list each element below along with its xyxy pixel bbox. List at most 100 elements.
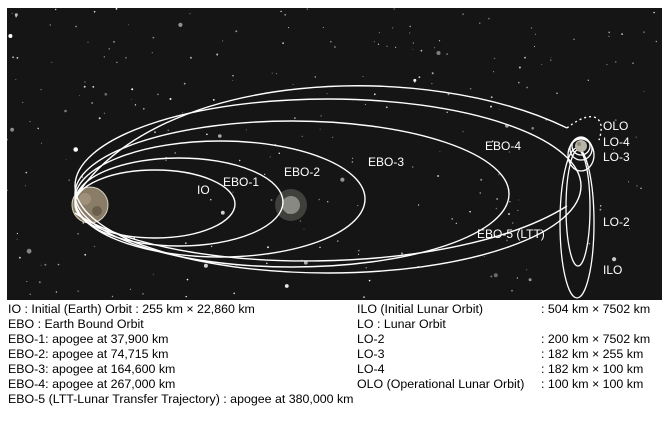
star [636, 185, 638, 187]
star [111, 295, 114, 298]
star [420, 49, 423, 52]
star [608, 35, 610, 37]
star [517, 209, 519, 211]
star [498, 173, 500, 176]
star [319, 128, 321, 130]
star [635, 136, 637, 138]
star [600, 205, 602, 207]
star [508, 151, 510, 153]
star [326, 93, 328, 95]
star [301, 135, 303, 137]
star [10, 127, 14, 132]
label-ebo-5-ltt: EBO-5 (LTT) [477, 227, 545, 241]
legend-left: EBO-3: apogee at 164,600 km [8, 362, 176, 376]
star [409, 32, 411, 34]
star [239, 159, 241, 162]
star [531, 127, 534, 130]
star [643, 31, 645, 34]
star [232, 191, 234, 193]
star [493, 57, 496, 60]
star [65, 159, 67, 161]
star [235, 30, 238, 33]
star [51, 61, 53, 64]
star [526, 86, 528, 89]
star [401, 252, 403, 255]
star [16, 57, 19, 59]
star [216, 53, 219, 56]
star [127, 24, 129, 26]
orbit-diagram-svg: IO EBO-1 EBO-2 EBO-3 EBO-4 EBO-5 (LTT) O… [7, 8, 657, 299]
orbit-ebo-5-ltt [74, 85, 568, 262]
star [655, 40, 657, 43]
legend-mid: LO-2 [357, 332, 385, 346]
star [44, 263, 47, 266]
star [152, 36, 155, 39]
star [488, 17, 490, 20]
star [203, 263, 208, 268]
orbit-ebo-3 [74, 120, 510, 268]
star [11, 12, 13, 14]
star [294, 117, 296, 119]
star [535, 33, 536, 35]
star [490, 96, 493, 99]
star [447, 93, 450, 96]
star [418, 76, 421, 79]
star [412, 49, 414, 50]
star [330, 41, 332, 43]
star [643, 90, 645, 92]
label-lo-4: LO-4 [603, 135, 630, 149]
star [151, 52, 153, 54]
legend-left: EBO-5 (LTT-Lunar Transfer Trajectory) : … [8, 392, 354, 406]
star [606, 64, 608, 66]
star [129, 288, 131, 290]
star [92, 86, 95, 88]
star [83, 85, 86, 88]
star [75, 25, 77, 28]
star [319, 246, 321, 249]
orbit-ebo-2 [74, 140, 366, 258]
star [210, 245, 213, 248]
star [614, 61, 617, 63]
label-ebo-2: EBO-2 [284, 165, 320, 179]
star [373, 93, 376, 96]
legend-right: : 182 km × 100 km [541, 362, 644, 376]
star [409, 25, 412, 28]
star [613, 148, 615, 150]
star [550, 59, 552, 61]
star [270, 199, 273, 201]
star [232, 74, 234, 77]
star [587, 79, 589, 82]
star [385, 106, 388, 109]
star [280, 10, 282, 13]
star [91, 102, 93, 104]
star [288, 27, 290, 29]
star [439, 151, 441, 152]
star [178, 22, 183, 27]
orbit-lo-3 [567, 138, 595, 172]
label-ebo-1: EBO-1 [223, 175, 259, 189]
label-lo-2: LO-2 [603, 215, 630, 229]
star [299, 220, 301, 222]
legend-mid: LO-3 [357, 347, 385, 361]
star [98, 117, 101, 120]
star [206, 133, 208, 136]
star [264, 173, 266, 175]
star [632, 62, 634, 64]
star [533, 45, 536, 48]
label-olo: OLO [603, 119, 628, 133]
legend-left: IO : Initial (Earth) Orbit : 255 km × 22… [8, 302, 255, 316]
star [154, 131, 156, 134]
legend-mid: OLO (Operational Lunar Orbit) [357, 377, 525, 391]
star [431, 72, 434, 75]
star [242, 178, 244, 180]
starfield-diagram: IO EBO-1 EBO-2 EBO-3 EBO-4 EBO-5 (LTT) O… [7, 8, 662, 300]
star [103, 56, 105, 58]
star [469, 87, 472, 90]
star [55, 291, 58, 293]
star [183, 82, 186, 85]
star [412, 166, 414, 168]
star [357, 205, 359, 207]
star [165, 159, 167, 162]
star [271, 72, 273, 74]
